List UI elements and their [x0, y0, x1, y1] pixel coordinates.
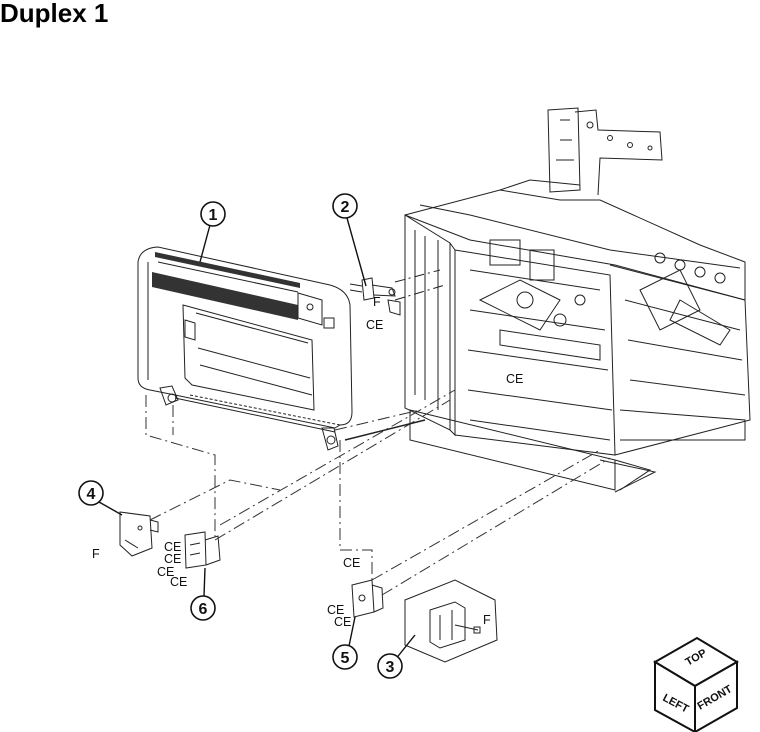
- callout-5: 5: [341, 650, 350, 667]
- label-ce-top: CE: [366, 318, 383, 332]
- callout-4: 4: [87, 486, 96, 503]
- label-f-3: F: [483, 613, 491, 627]
- callout-1: 1: [209, 207, 218, 224]
- label-f-top: F: [373, 295, 381, 309]
- label-ce-6c: CE: [157, 565, 174, 579]
- callout-3: 3: [386, 659, 395, 676]
- bracket-part-2: [349, 269, 446, 316]
- orientation-cube: TOP LEFT FRONT: [653, 636, 739, 732]
- label-ce-frame: CE: [506, 372, 523, 386]
- label-f-left: F: [92, 547, 100, 561]
- label-ce-6d: CE: [170, 575, 187, 589]
- callout-2: 2: [341, 199, 350, 216]
- hinge-part-5: [351, 579, 384, 618]
- callout-6: 6: [199, 601, 208, 618]
- bracket-part-4: [119, 511, 159, 557]
- label-ce-6b: CE: [164, 552, 181, 566]
- detail-inset-part-3: [404, 579, 498, 663]
- page-title: Duplex 1: [0, 0, 109, 28]
- label-ce-5b: CE: [327, 603, 344, 617]
- label-ce-6a: CE: [164, 540, 181, 554]
- hinge-part-6: [184, 531, 221, 569]
- printer-frame: [404, 107, 751, 493]
- duplex-cover-part-1: [137, 246, 353, 451]
- label-ce-5c: CE: [334, 615, 351, 629]
- label-ce-5a: CE: [343, 556, 360, 570]
